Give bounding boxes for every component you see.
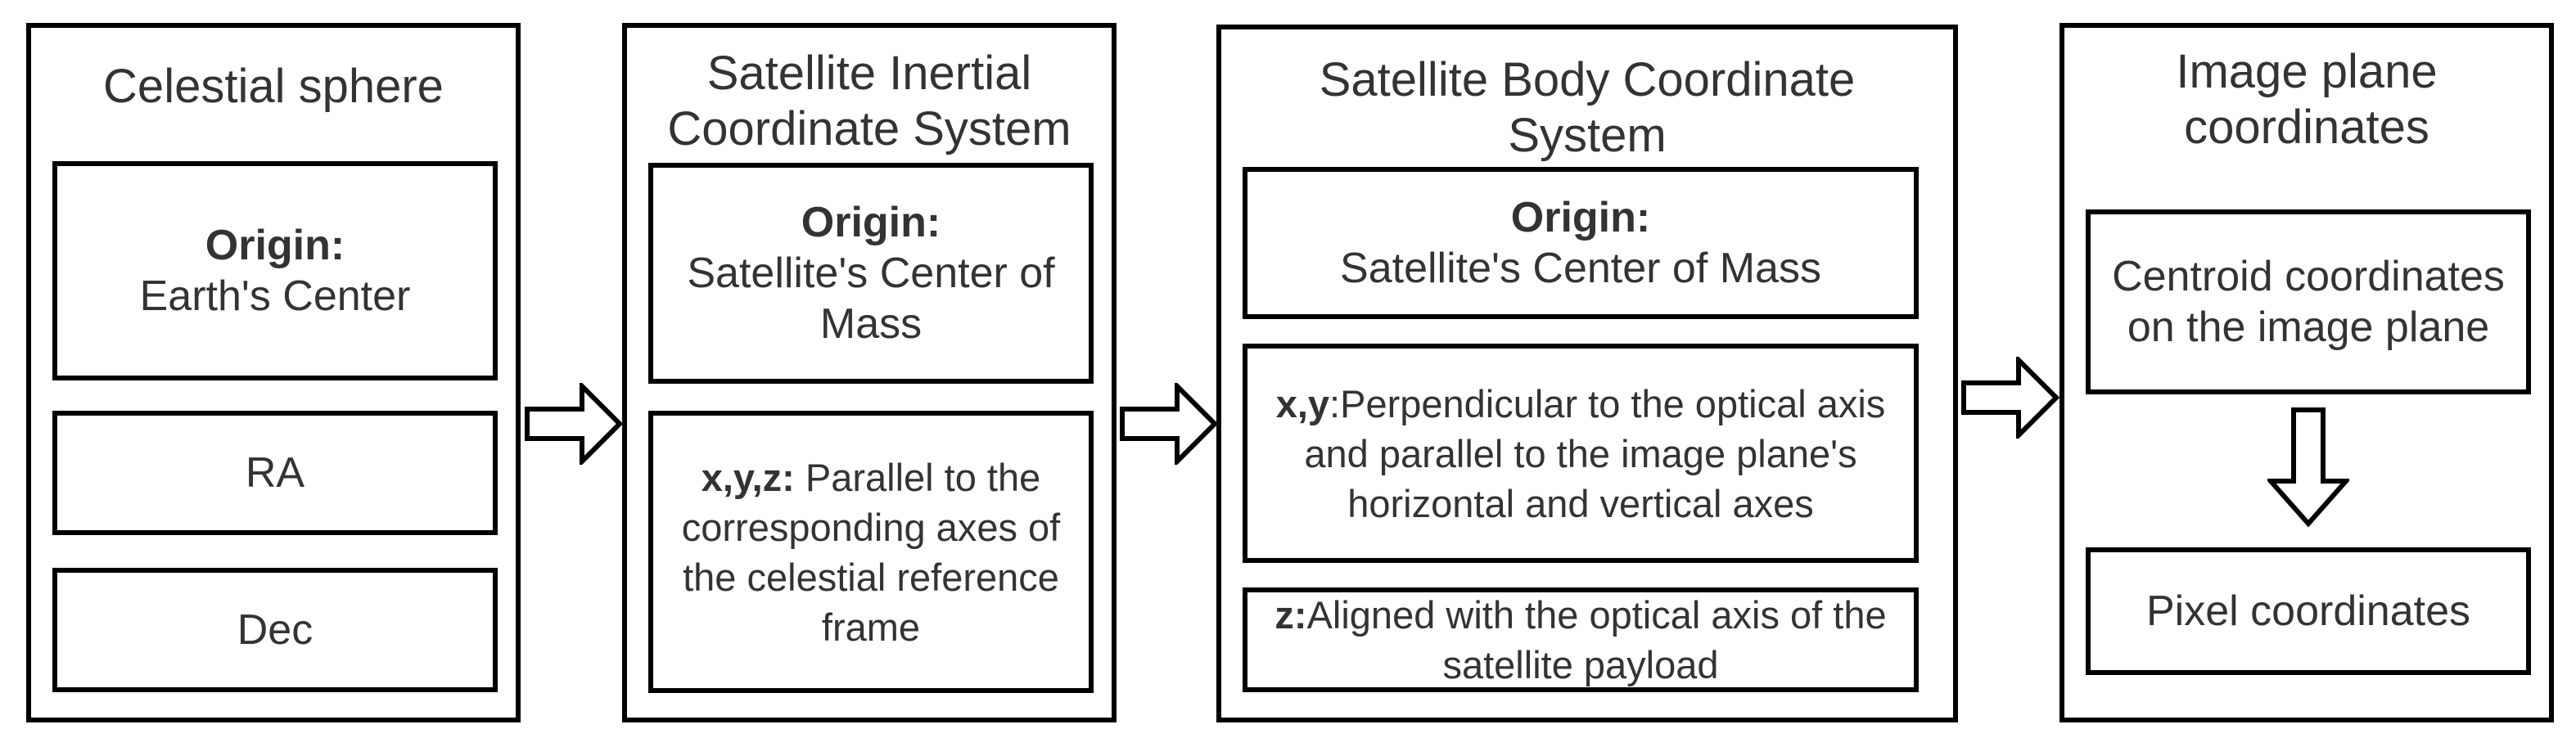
centroid-label: Centroid coordinates on the image plane	[2112, 253, 2505, 351]
down-arrow-icon	[2267, 407, 2349, 528]
panel-title: Satellite Body Coordinate System	[1319, 53, 1856, 162]
xyz-axes-box: x,y,z: Parallel to the corresponding axe…	[648, 411, 1094, 693]
origin-box: Origin: Satellite's Center of Mass	[648, 163, 1094, 384]
right-arrow-icon	[525, 383, 624, 465]
panel-satellite-inertial: Satellite Inertial Coordinate System Ori…	[622, 23, 1117, 722]
origin-value: Earth's Center	[139, 272, 411, 320]
dec-label: Dec	[237, 606, 314, 654]
origin-label: Origin:	[205, 222, 345, 269]
xy-label: x,y	[1275, 381, 1330, 425]
z-label: z:	[1274, 593, 1307, 637]
right-arrow-icon	[1961, 357, 2060, 439]
panel-title: Celestial sphere	[103, 60, 444, 113]
panel-title: Satellite Inertial Coordinate System	[667, 47, 1071, 155]
pixel-coordinates-box: Pixel coordinates	[2086, 547, 2531, 675]
pixel-coordinates-label: Pixel coordinates	[2146, 587, 2470, 635]
origin-box: Origin: Earth's Center	[52, 161, 498, 380]
panel-celestial-sphere: Celestial sphere Origin: Earth's Center …	[26, 23, 521, 722]
xyz-description: Parallel to the corresponding axes of th…	[681, 455, 1061, 649]
origin-box: Origin: Satellite's Center of Mass	[1243, 167, 1919, 319]
ra-label: RA	[245, 449, 305, 497]
origin-value: Satellite's Center of Mass	[1340, 245, 1821, 292]
panel-image-plane: Image plane coordinates Centroid coordin…	[2059, 23, 2554, 722]
xyz-label: x,y,z:	[701, 455, 795, 499]
xy-description: :Perpendicular to the optical axis and p…	[1304, 381, 1886, 525]
z-description: Aligned with the optical axis of the sat…	[1306, 593, 1887, 686]
panel-satellite-body: Satellite Body Coordinate System Origin:…	[1216, 25, 1958, 722]
dec-box: Dec	[52, 568, 498, 692]
origin-value: Satellite's Center of Mass	[687, 250, 1055, 348]
right-arrow-icon	[1120, 383, 1219, 465]
centroid-box: Centroid coordinates on the image plane	[2086, 209, 2531, 394]
z-axis-box: z:Aligned with the optical axis of the s…	[1243, 587, 1919, 692]
panel-title: Image plane coordinates	[2176, 45, 2438, 154]
origin-label: Origin:	[801, 199, 941, 246]
xy-axes-box: x,y:Perpendicular to the optical axis an…	[1243, 344, 1919, 563]
origin-label: Origin:	[1510, 194, 1651, 241]
ra-box: RA	[52, 411, 498, 535]
